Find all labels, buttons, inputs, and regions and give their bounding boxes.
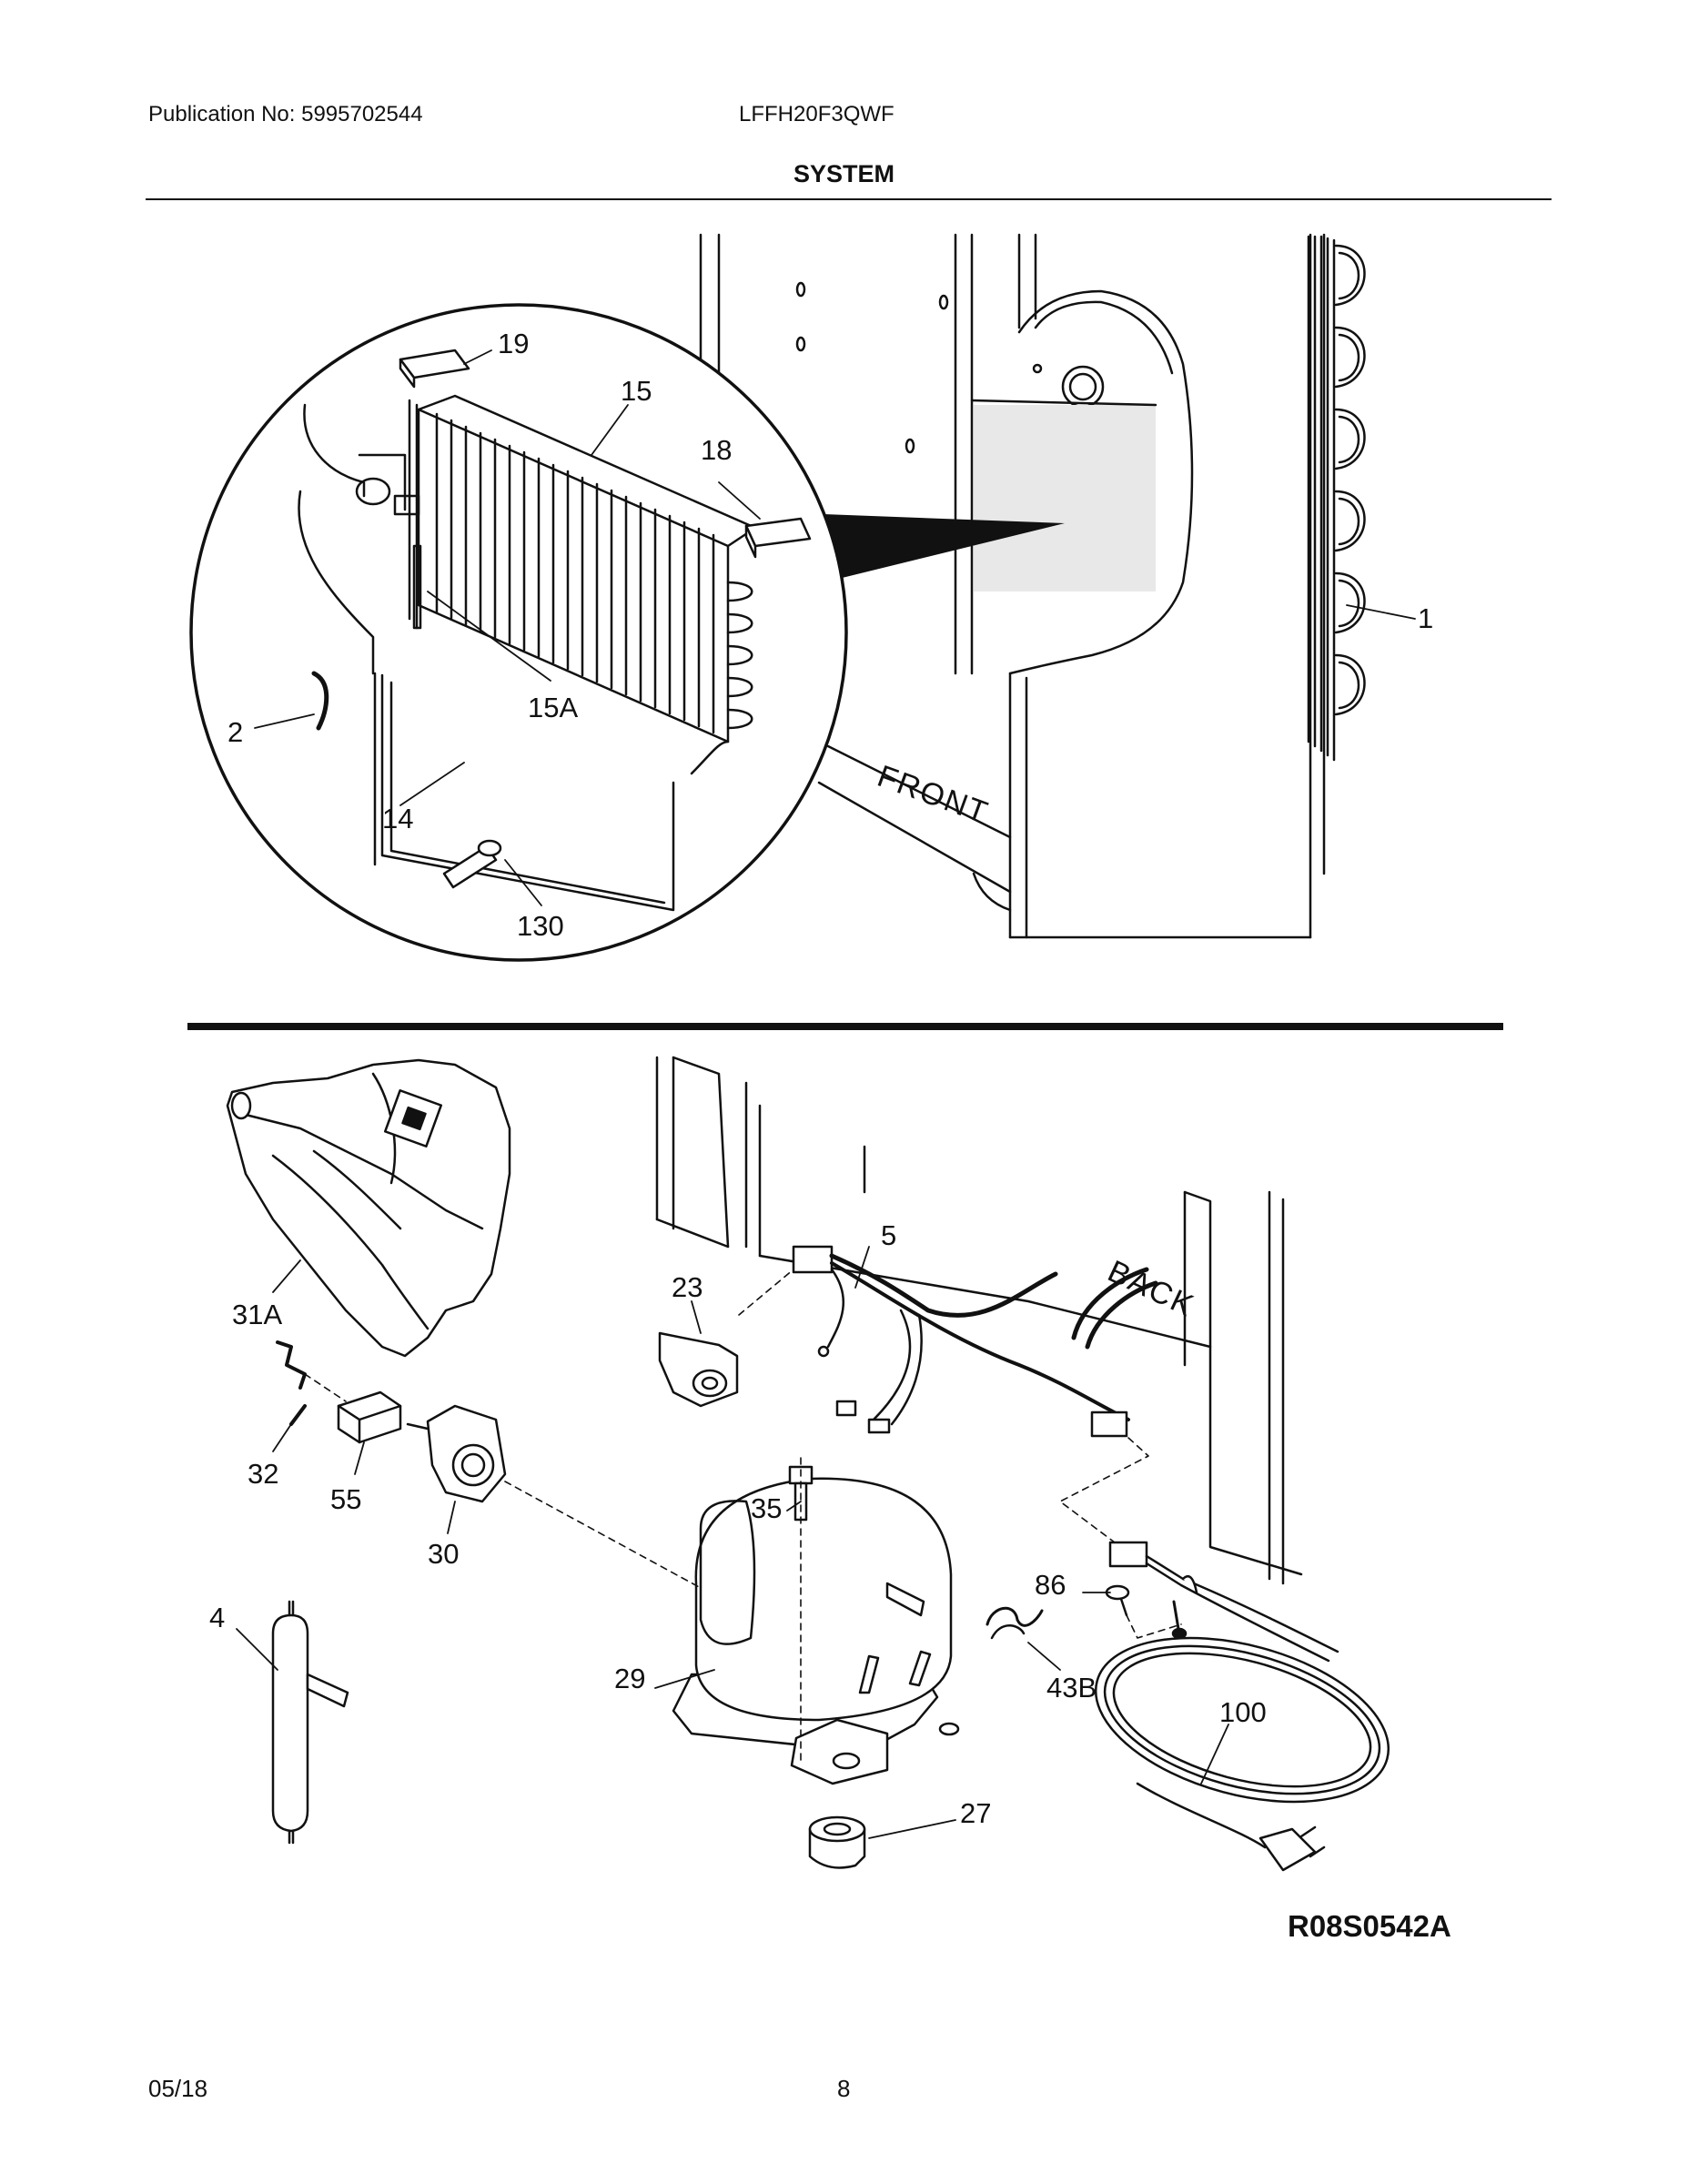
drier-4 [271,1600,349,1845]
defrost-heater-wiring [298,403,730,912]
leader-lines-bottom [236,1246,1229,1839]
callout-15a: 15A [528,692,578,723]
callout-27: 27 [960,1797,991,1829]
callout-14: 14 [382,803,413,834]
clip-32 [276,1340,307,1390]
header-rule [146,198,1552,200]
clip-2 [311,671,329,731]
grommet-27 [808,1815,866,1869]
defrost-timer-23 [658,1331,739,1408]
condenser-coil [1307,235,1366,762]
publication-number: Publication No: 5995702544 [148,102,423,126]
model-number: LFFH20F3QWF [739,102,895,126]
callout-1: 1 [1418,602,1433,634]
relay-55 [337,1390,402,1444]
magnifier-pointer [824,514,1065,582]
leader-lines-top [254,349,1416,906]
front-stencil: FRONT [873,759,993,831]
callout-15: 15 [621,375,652,407]
callout-55: 55 [330,1483,361,1515]
callout-100: 100 [1219,1696,1267,1728]
callout-86: 86 [1035,1569,1066,1601]
evaporator [408,394,757,743]
overload-30 [406,1404,507,1503]
callout-18: 18 [701,434,732,466]
section-divider [187,1023,1503,1030]
diagram-reference-code: R08S0542A [1288,1909,1451,1943]
callout-35: 35 [751,1492,782,1524]
cabinet-back-drawing [655,1056,1303,1585]
section-title: SYSTEM [793,160,895,187]
callout-5: 5 [881,1219,896,1251]
wiring-harness [792,1245,1158,1438]
callout-19: 19 [498,328,529,359]
power-cord-100 [1094,1541,1390,1872]
footer-date: 05/18 [148,2075,208,2102]
drain-fitting-130 [442,839,502,889]
compressor-29 [672,1465,960,1785]
callout-29: 29 [614,1663,645,1694]
callout-2: 2 [227,716,243,748]
drain-pan-31a [226,1058,511,1358]
clamp-43b [986,1606,1044,1627]
screw-86 [1105,1584,1188,1640]
callout-23: 23 [672,1271,702,1303]
callout-130: 130 [517,910,564,942]
callout-31a: 31A [232,1299,282,1330]
callout-30: 30 [428,1538,459,1570]
assembly-dashed-lines [304,1269,1182,1762]
callout-32: 32 [248,1458,278,1490]
callout-43b: 43B [1046,1672,1097,1704]
callout-4: 4 [209,1602,225,1633]
page-number: 8 [837,2075,851,2102]
